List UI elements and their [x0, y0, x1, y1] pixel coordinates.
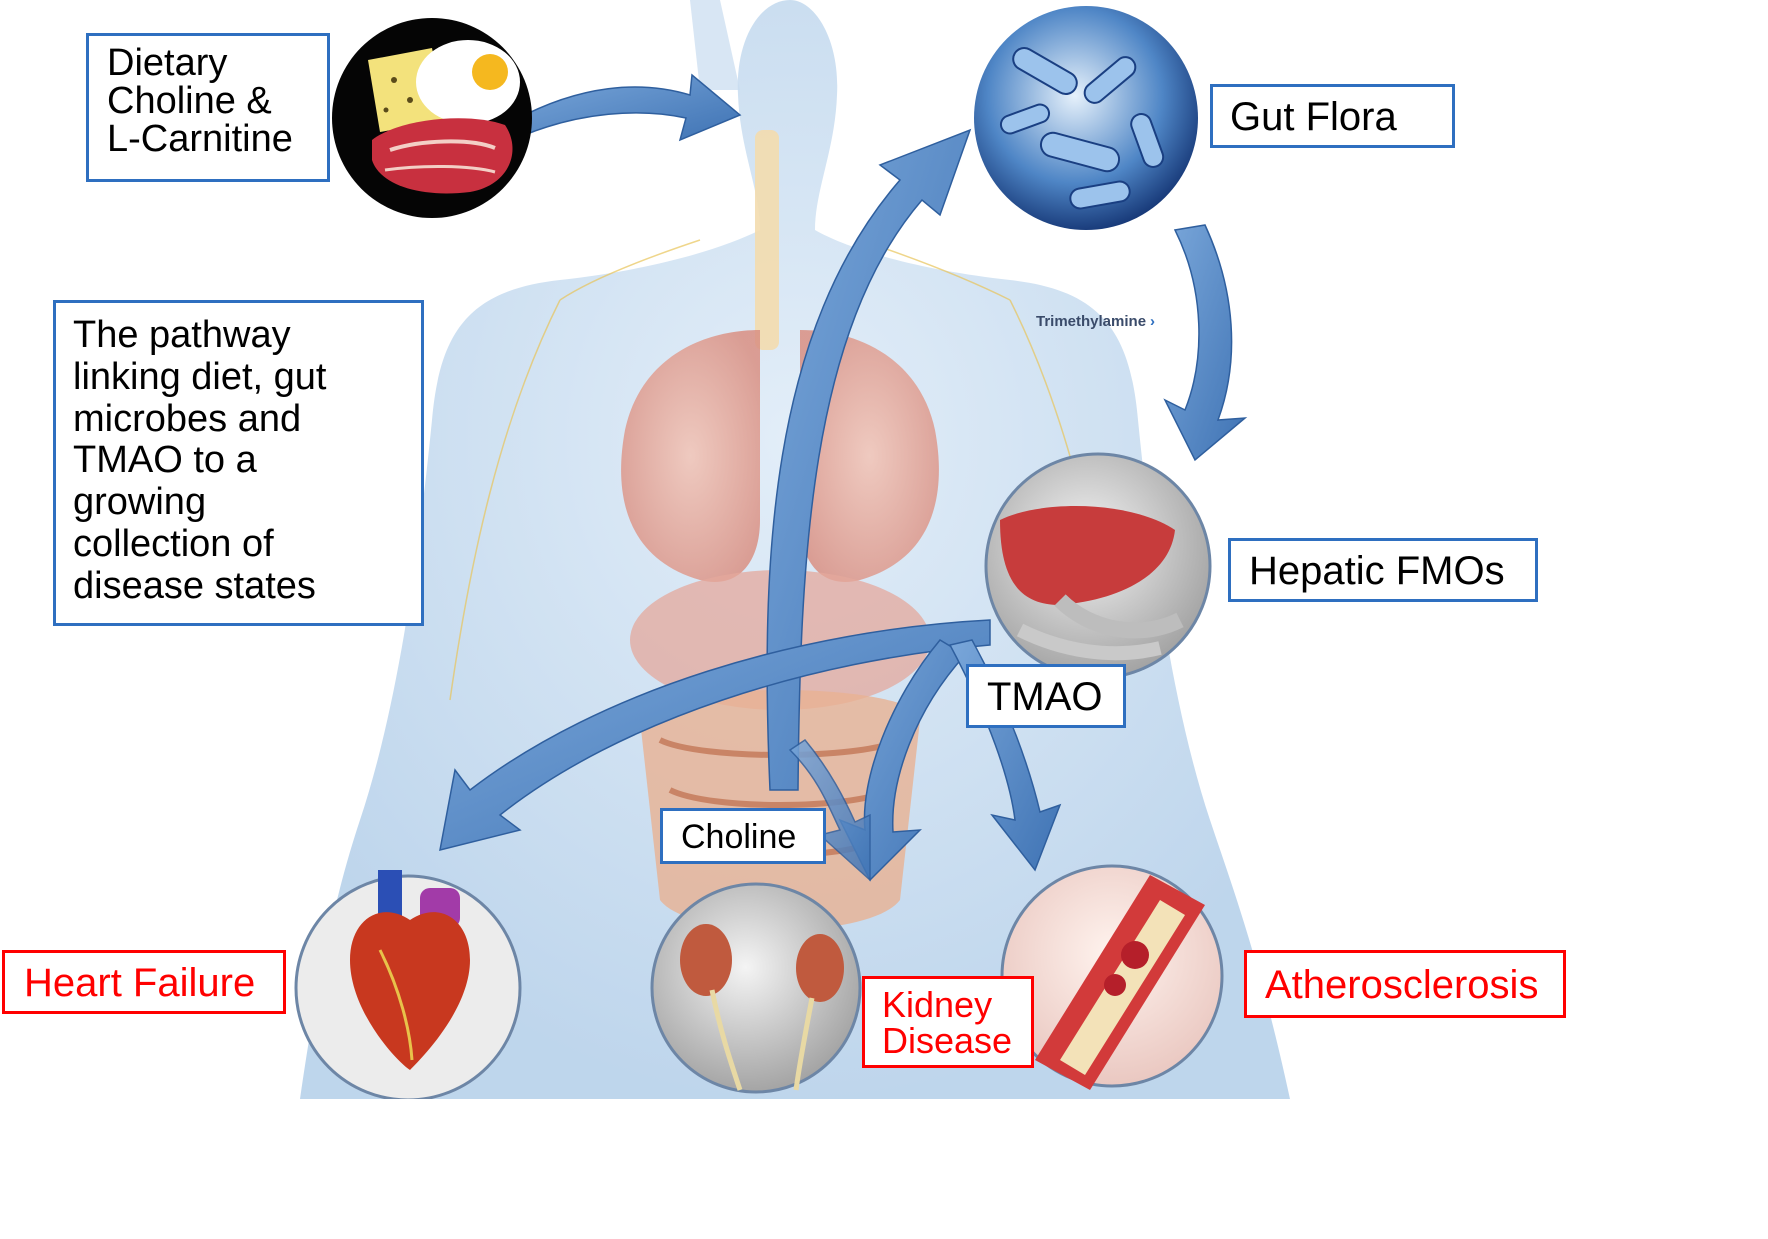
kidney-icon — [652, 884, 860, 1092]
tmao-text: TMAO — [987, 675, 1103, 719]
liver-icon — [986, 454, 1210, 678]
kidney-disease-label: Kidney Disease — [862, 976, 1034, 1068]
atherosclerosis-text: Atherosclerosis — [1265, 963, 1538, 1007]
chevron-right-icon: › — [1150, 313, 1155, 330]
gut-flora-label: Gut Flora — [1210, 84, 1455, 148]
hepatic-text: Hepatic FMOs — [1249, 549, 1505, 593]
diet-label-line-3: L-Carnitine — [107, 120, 327, 158]
pathway-note-line-3: microbes and — [73, 399, 421, 441]
choline-text: Choline — [681, 818, 796, 856]
pathway-note-line-4: TMAO to a — [73, 440, 421, 482]
hepatic-label: Hepatic FMOs — [1228, 538, 1538, 602]
choline-label: Choline — [660, 808, 826, 864]
artery-icon — [1002, 866, 1222, 1090]
kidney-disease-line-2: Disease — [882, 1023, 1031, 1059]
tmao-label: TMAO — [966, 664, 1126, 728]
pathway-note-label: The pathway linking diet, gut microbes a… — [53, 300, 424, 626]
pathway-note-line-5: growing — [73, 482, 421, 524]
diet-label-line-2: Choline & — [107, 82, 327, 120]
pathway-note-line-2: linking diet, gut — [73, 357, 421, 399]
pathway-note-line-1: The pathway — [73, 315, 421, 357]
heart-failure-text: Heart Failure — [24, 961, 255, 1005]
trimethylamine-label: Trimethylamine› — [1036, 313, 1155, 330]
gut-flora-text: Gut Flora — [1230, 95, 1397, 139]
bacteria-icon — [974, 6, 1198, 230]
trimethylamine-text: Trimethylamine — [1036, 313, 1146, 330]
food-plate-icon — [332, 18, 532, 218]
trachea — [755, 130, 779, 350]
diet-label-line-1: Dietary — [107, 44, 327, 82]
diet-label: Dietary Choline & L-Carnitine — [86, 33, 330, 182]
pathway-note-line-7: disease states — [73, 566, 421, 608]
kidney-disease-line-1: Kidney — [882, 987, 1031, 1023]
atherosclerosis-label: Atherosclerosis — [1244, 950, 1566, 1018]
pathway-note-line-6: collection of — [73, 524, 421, 566]
heart-failure-label: Heart Failure — [2, 950, 286, 1014]
arrow-flora-to-liver — [1165, 225, 1245, 460]
